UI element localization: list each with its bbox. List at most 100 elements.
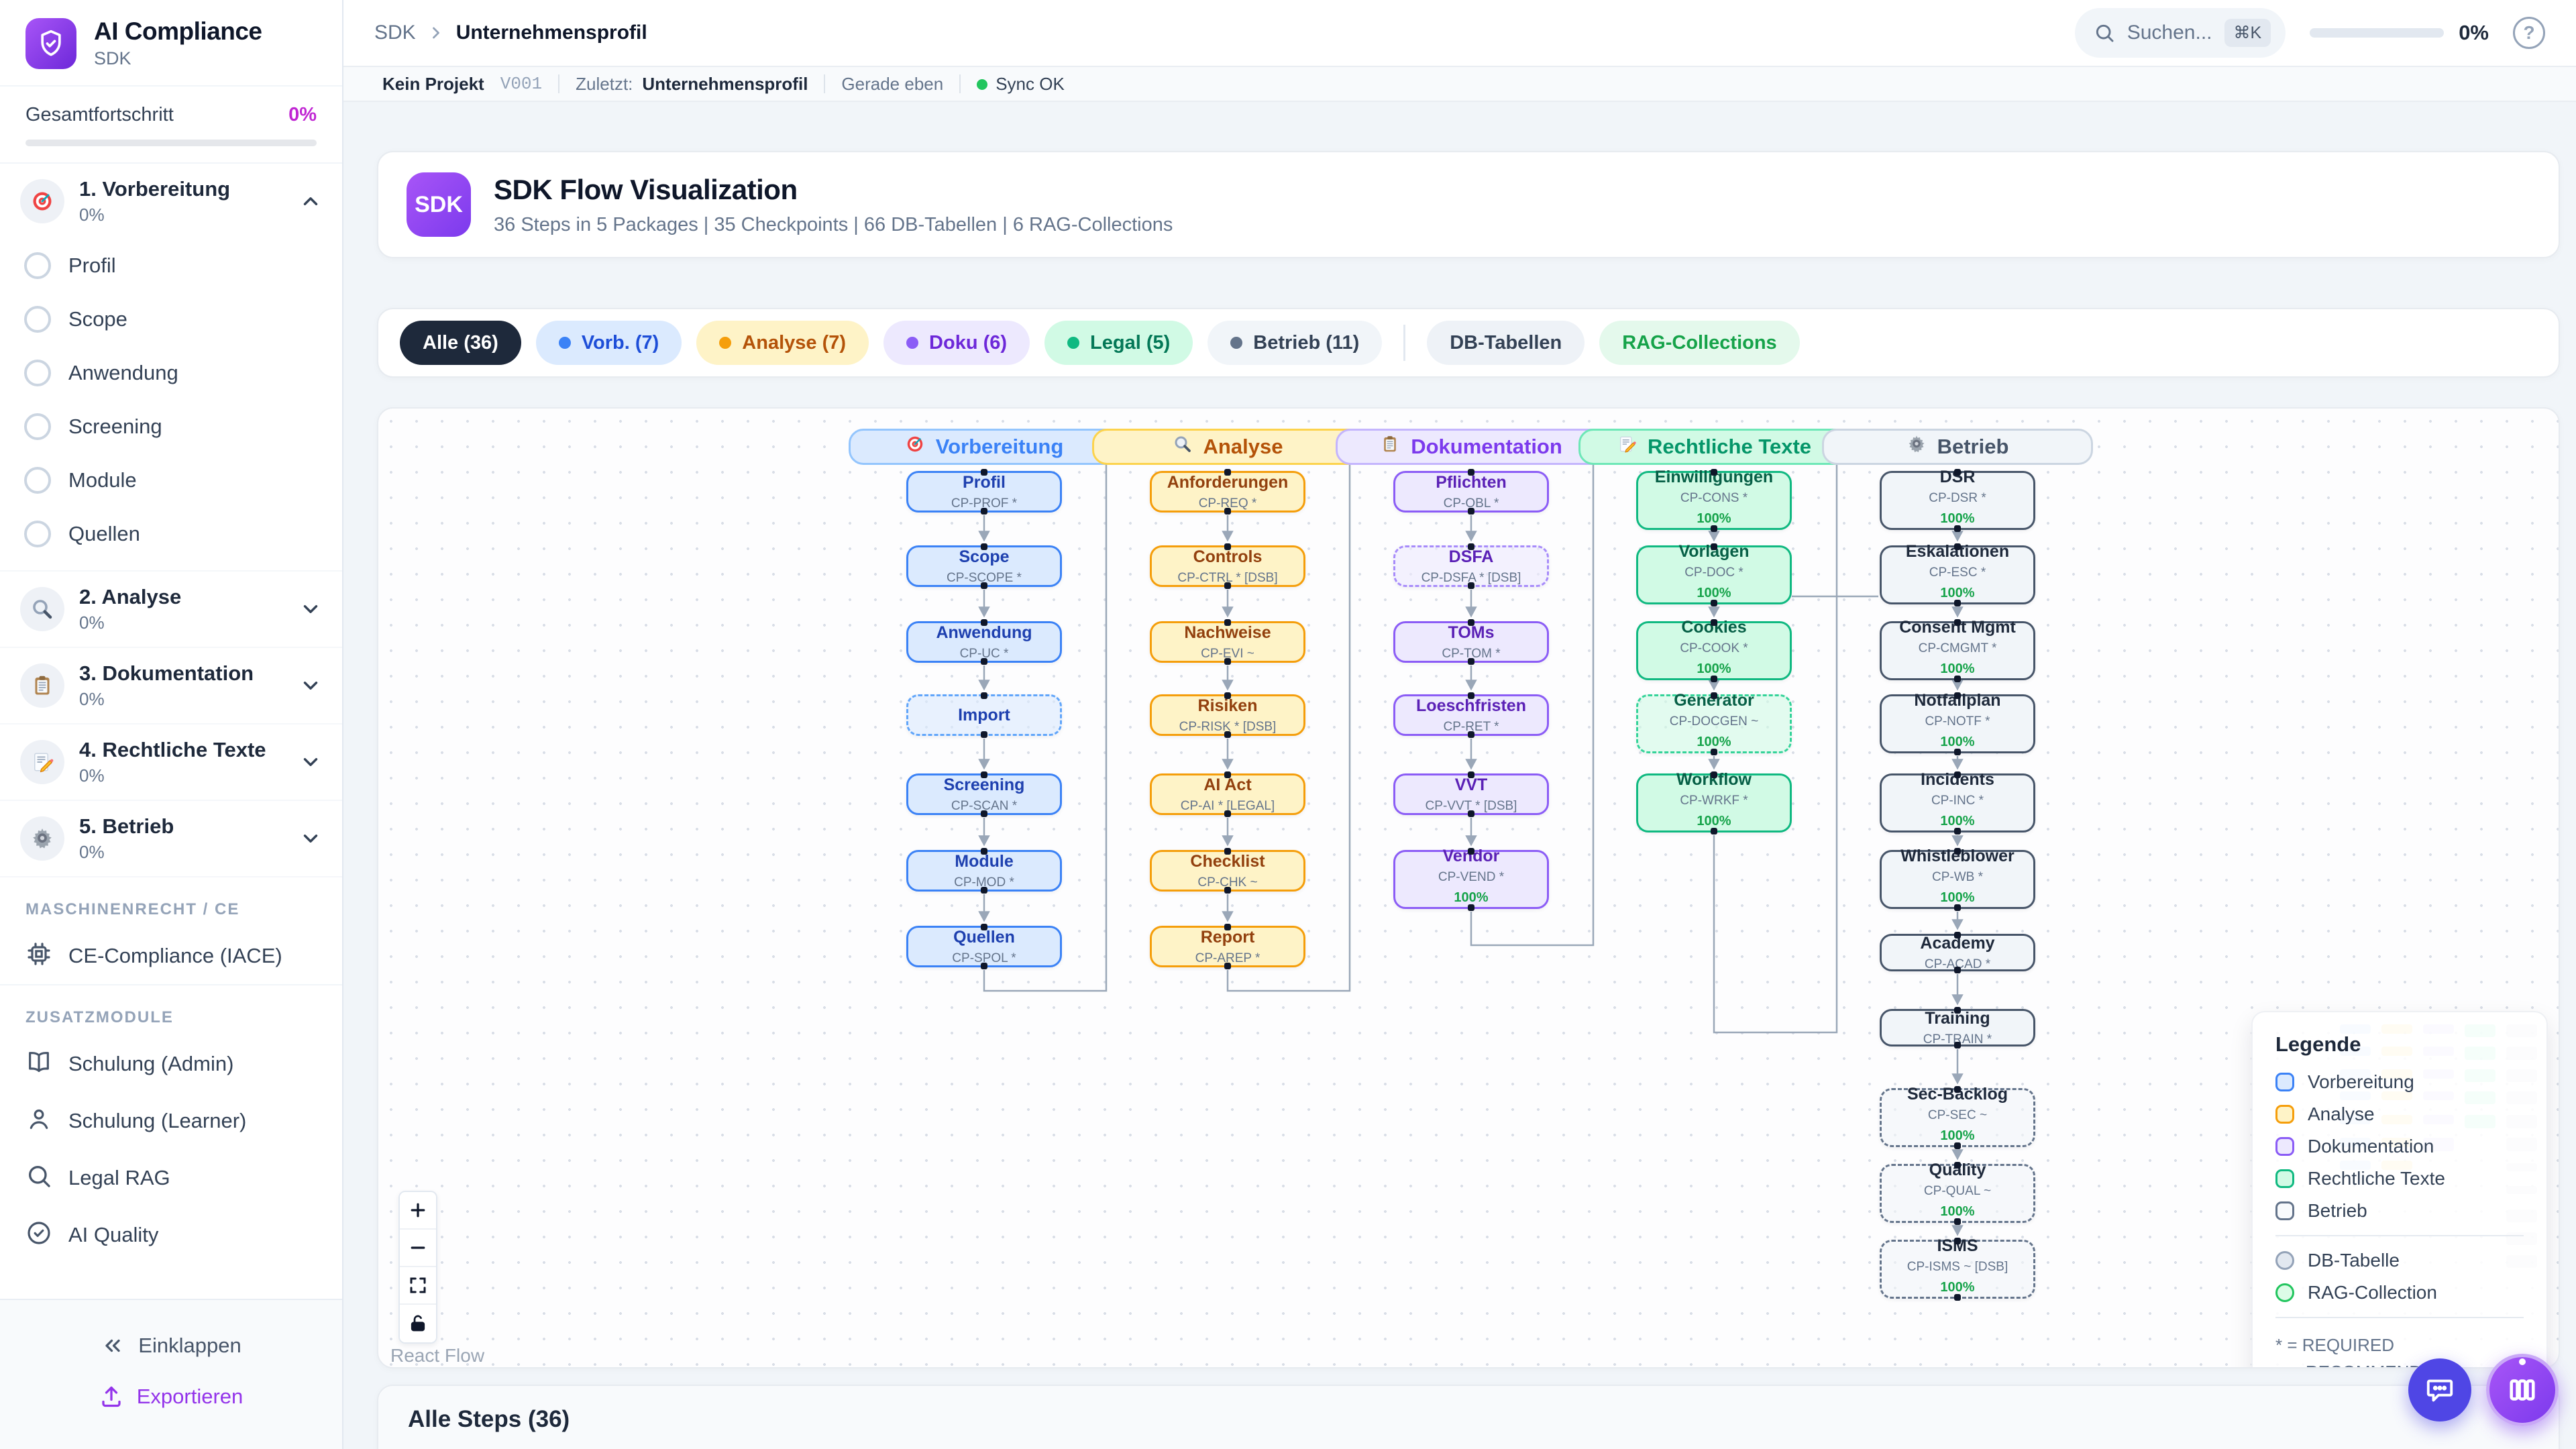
filter-pill-rag[interactable]: RAG-Collections [1599, 321, 1800, 365]
filter-pill-analyse[interactable]: Analyse (7) [696, 321, 869, 365]
filter-pill-vorb[interactable]: Vorb. (7) [535, 321, 682, 365]
breadcrumb-root[interactable]: SDK [374, 21, 416, 44]
chat-button[interactable] [2408, 1358, 2471, 1421]
sidebar-item-quellen[interactable]: Quellen [0, 507, 342, 561]
lock-button[interactable] [400, 1305, 436, 1342]
flow-column-title: Analyse [1203, 435, 1283, 458]
flow-node-import[interactable]: Import [906, 692, 1062, 738]
search-input[interactable]: Suchen... ⌘K [2074, 8, 2286, 58]
collapse-sidebar-button[interactable]: Einklappen [0, 1320, 342, 1371]
filter-pill-all[interactable]: Alle (36) [400, 321, 521, 365]
overall-progress-value: 0% [288, 104, 317, 125]
flow-column-header-vorbereitung[interactable]: Vorbereitung [849, 429, 1120, 465]
help-button[interactable]: ? [2513, 17, 2545, 49]
top-bar: SDK Unternehmensprofil Suchen... ⌘K 0% ? [343, 0, 2576, 67]
sidebar-item-legal-rag[interactable]: Legal RAG [0, 1149, 342, 1206]
node-code: CP-VEND * [1438, 870, 1505, 884]
last-label: Zuletzt: [576, 73, 633, 94]
sidebar-item-screening[interactable]: Screening [0, 400, 342, 453]
header-progress: 0% [2310, 21, 2489, 45]
fit-view-button[interactable] [400, 1267, 436, 1305]
flow-column-header-rechtliche-texte[interactable]: Rechtliche Texte [1578, 429, 1849, 465]
zoom-out-button[interactable] [400, 1230, 436, 1267]
filter-pill-doku[interactable]: Doku (6) [883, 321, 1030, 365]
flow-column-header-dokumentation[interactable]: Dokumentation [1336, 429, 1607, 465]
sync-ok-dot [977, 78, 988, 90]
node-title: Vendor [1442, 847, 1500, 865]
legend-label: Dokumentation [2308, 1136, 2434, 1157]
fit-view-icon [410, 1277, 426, 1293]
sidebar-item-anwendung[interactable]: Anwendung [0, 346, 342, 400]
sidebar-item-scope[interactable]: Scope [0, 292, 342, 346]
flow-column-header-betrieb[interactable]: Betrieb [1822, 429, 2093, 465]
sidebar-item-module[interactable]: Module [0, 453, 342, 507]
filter-pill-betrieb[interactable]: Betrieb (11) [1208, 321, 1383, 365]
flow-column-header-analyse[interactable]: Analyse [1092, 429, 1363, 465]
sidebar-item-schulung-learner-[interactable]: Schulung (Learner) [0, 1092, 342, 1149]
zoom-in-button[interactable] [400, 1192, 436, 1230]
shield-icon [25, 17, 76, 69]
sidebar-item-label: Anwendung [68, 361, 178, 384]
filter-pill-label: RAG-Collections [1622, 331, 1777, 354]
reactflow-attribution: React Flow [390, 1345, 485, 1366]
node-code: CP-SCOPE * [947, 570, 1022, 585]
columns-panel-button[interactable] [2486, 1354, 2559, 1426]
sidebar-item-label: Schulung (Learner) [68, 1108, 247, 1132]
filter-pill-legal[interactable]: Legal (5) [1044, 321, 1193, 365]
sidebar-item-ai-quality[interactable]: AI Quality [0, 1206, 342, 1263]
export-button[interactable]: Exportieren [0, 1371, 342, 1422]
node-title: Module [955, 851, 1014, 871]
search-shortcut-badge: ⌘K [2224, 19, 2271, 47]
sidebar-item-ce-compliance-iace-[interactable]: CE-Compliance (IACE) [0, 927, 342, 984]
node-progress: 100% [1940, 814, 1975, 828]
legend-notes: * = REQUIRED~ = RECOMMENDED--- = gestric… [2275, 1332, 2524, 1367]
sidebar-item-profil[interactable]: Profil [0, 239, 342, 292]
sidebar-item-schulung-admin-[interactable]: Schulung (Admin) [0, 1035, 342, 1092]
filter-pill-db[interactable]: DB-Tabellen [1427, 321, 1585, 365]
